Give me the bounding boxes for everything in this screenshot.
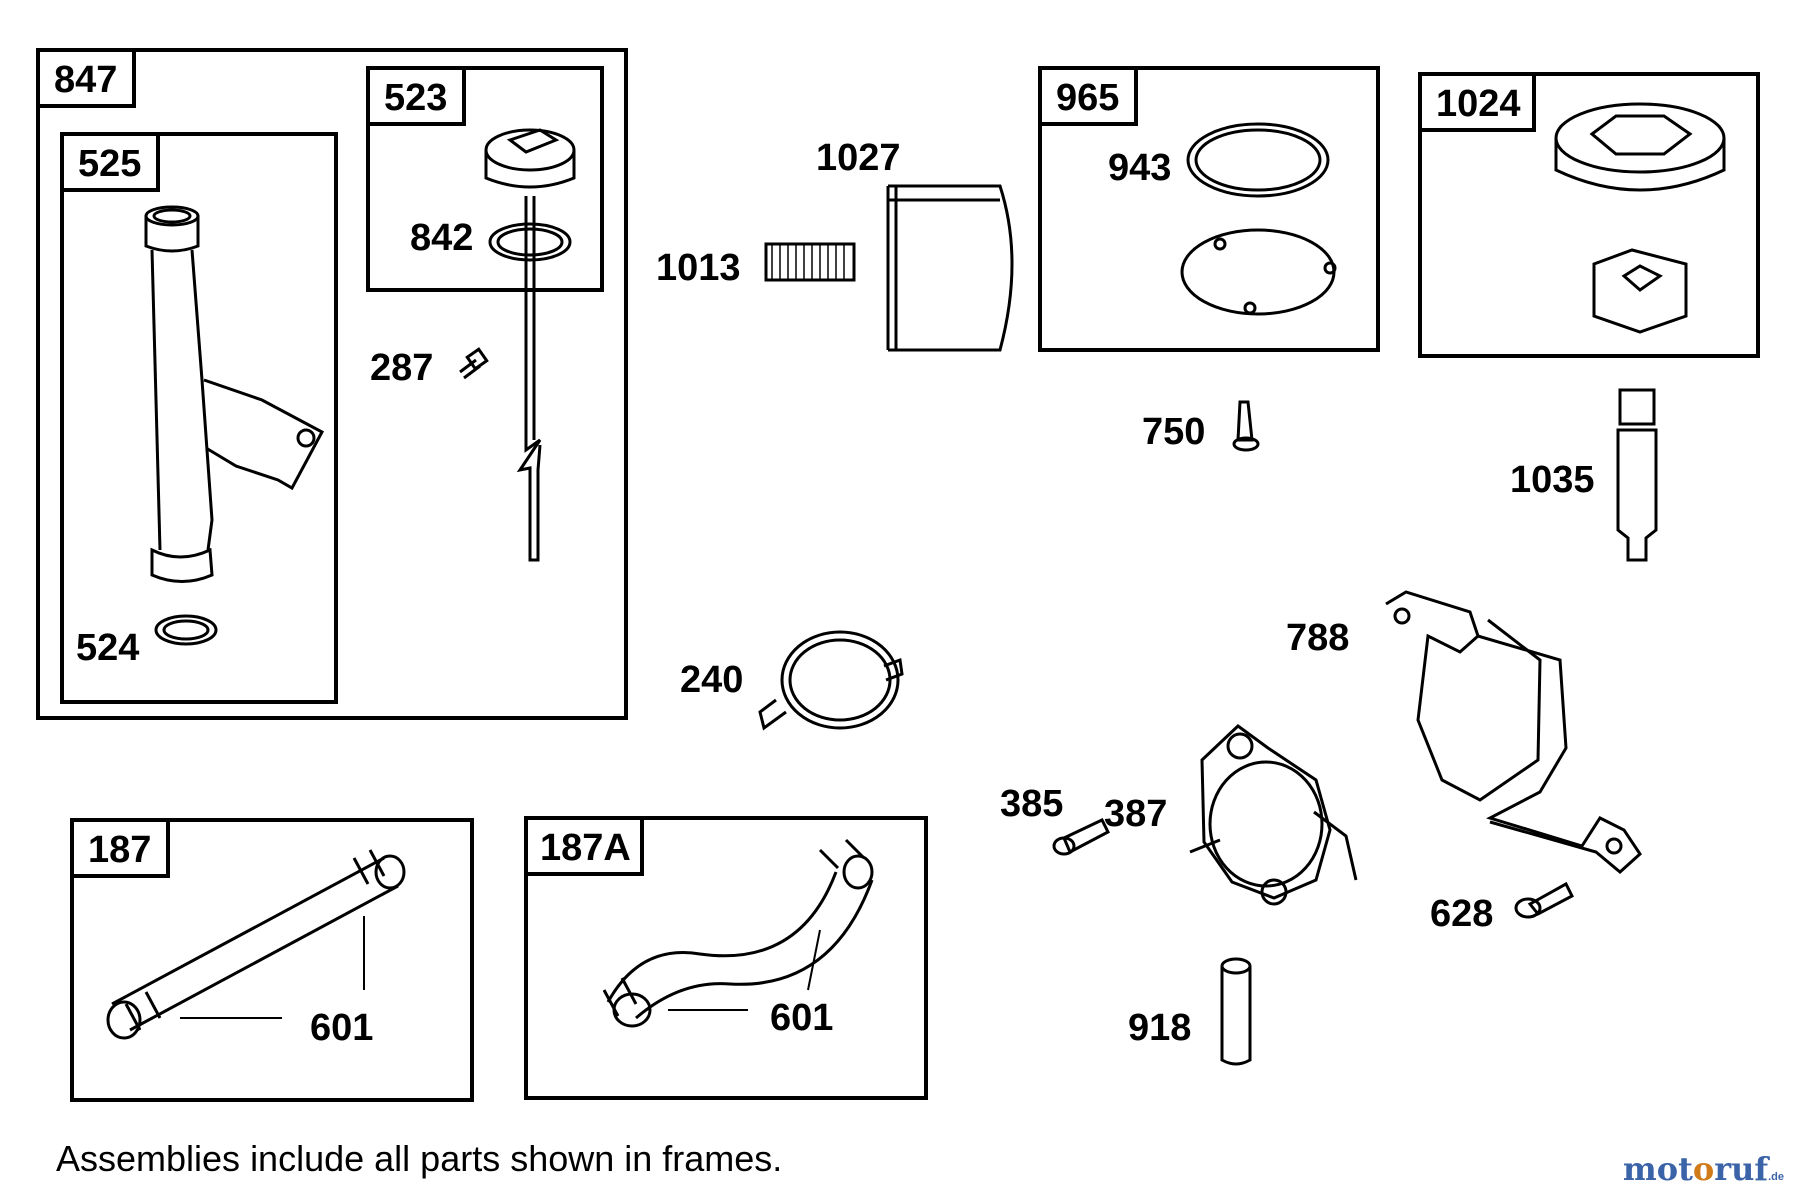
part-750-label: 750 xyxy=(1142,411,1205,453)
part-628-label: 628 xyxy=(1430,893,1493,935)
o-ring-524-part xyxy=(154,614,218,646)
dipstick-tube-part xyxy=(144,205,325,583)
screw-750-part xyxy=(1232,400,1260,452)
part-524-label: 524 xyxy=(76,627,139,669)
cover-plate-part xyxy=(1180,228,1337,316)
fuel-line-curved-part xyxy=(602,838,874,1028)
frame-523-label: 523 xyxy=(384,77,447,119)
screw-287-part xyxy=(459,347,489,380)
rotor-outer-part xyxy=(1554,102,1726,192)
part-918-label: 918 xyxy=(1128,1007,1191,1049)
frame-847-label: 847 xyxy=(54,59,117,101)
fuel-line-straight-part xyxy=(106,849,406,1040)
watermark-part-b: o xyxy=(1692,1150,1715,1188)
dipstick-cap-part xyxy=(484,128,576,562)
part-287-label: 287 xyxy=(370,347,433,389)
frame-187a xyxy=(524,816,928,1100)
threaded-nipple-part xyxy=(764,242,856,282)
frame-187a-label: 187A xyxy=(540,827,631,869)
part-240-label: 240 xyxy=(680,659,743,701)
frame-965 xyxy=(1038,66,1380,352)
oil-filter-part xyxy=(886,184,1014,352)
frame-525-label: 525 xyxy=(78,143,141,185)
frame-523 xyxy=(366,66,604,292)
rotor-inner-part xyxy=(1592,248,1688,334)
frame-1024 xyxy=(1418,72,1760,358)
watermark-tld: .de xyxy=(1768,1171,1784,1183)
frame-187-label: 187 xyxy=(88,829,151,871)
part-601b-label: 601 xyxy=(770,997,833,1039)
part-387-label: 387 xyxy=(1104,793,1167,835)
part-385-label: 385 xyxy=(1000,783,1063,825)
fuel-pump-part xyxy=(1189,724,1358,906)
part-1035-label: 1035 xyxy=(1510,459,1595,501)
sleeve-918-part xyxy=(1220,957,1252,1066)
frame-187 xyxy=(70,818,474,1102)
part-1027-label: 1027 xyxy=(816,137,901,179)
part-1013-label: 1013 xyxy=(656,247,741,289)
watermark-part-a: mot xyxy=(1622,1150,1693,1188)
part-943-label: 943 xyxy=(1108,147,1171,189)
watermark-logo: motoruf.de xyxy=(1623,1150,1784,1188)
part-601a-label: 601 xyxy=(310,1007,373,1049)
frame-965-label: 965 xyxy=(1056,77,1119,119)
shaft-1035-part xyxy=(1616,388,1658,562)
part-788-label: 788 xyxy=(1286,617,1349,659)
bracket-788-part xyxy=(1385,590,1642,874)
frame-847 xyxy=(36,48,628,720)
screw-385-part xyxy=(1052,818,1110,856)
part-842-label: 842 xyxy=(410,217,473,259)
screw-628-part xyxy=(1514,881,1574,919)
fuel-filter-240-part xyxy=(758,630,904,731)
watermark-part-c: ruf xyxy=(1714,1150,1769,1188)
frame-525 xyxy=(60,132,338,704)
footnote: Assemblies include all parts shown in fr… xyxy=(56,1138,783,1179)
frame-1024-label: 1024 xyxy=(1436,83,1521,125)
seal-943-part xyxy=(1186,122,1330,198)
